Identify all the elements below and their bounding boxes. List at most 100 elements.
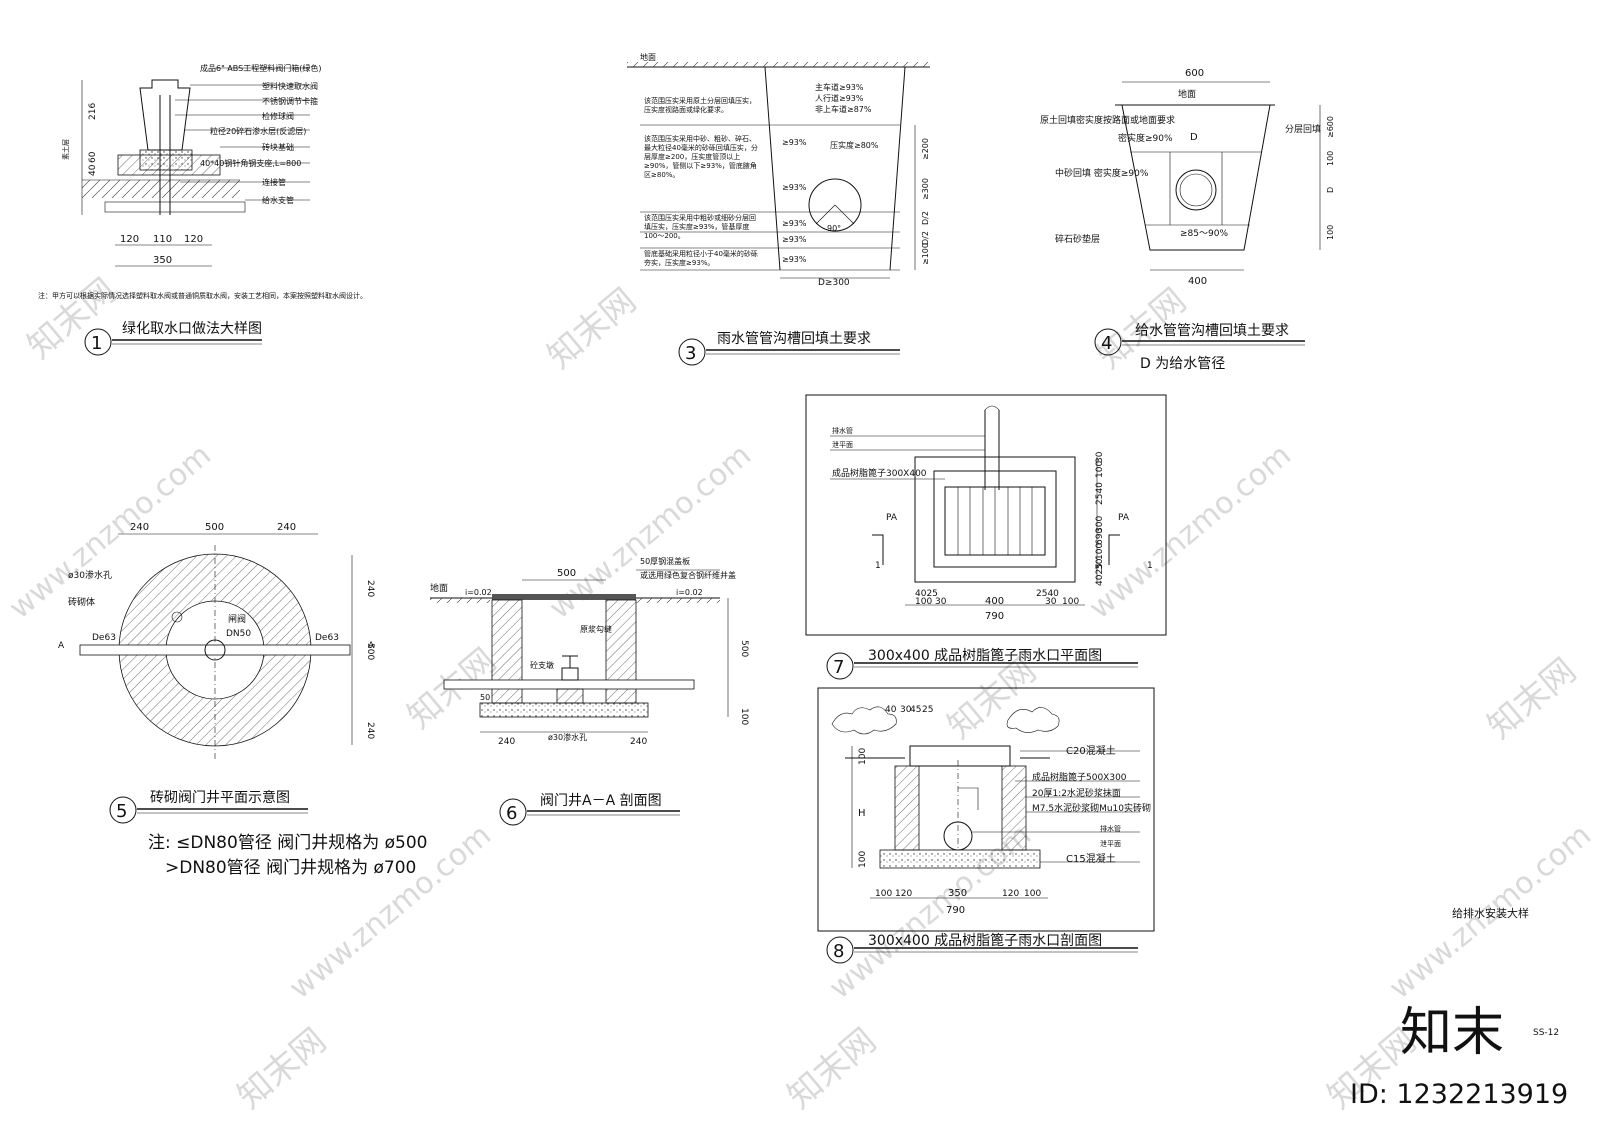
brick-wall [894,765,920,851]
note: 注：甲方可以根据实际情况选择塑料取水阀或普通铜质取水阀，安装工艺相同，本案按照塑… [38,291,367,300]
dim-h: 240 [130,522,149,533]
dim-h: 30 [935,597,947,607]
frame [817,687,1155,932]
water-pipe-inner [1179,173,1213,207]
dim-top: 500 [557,568,576,579]
section-label: 20厚1:2水泥砂浆抹面 [1032,787,1121,799]
detail-subtitle: D 为给水管径 [1140,356,1225,372]
watermark-cn: 知末网 [1480,651,1584,747]
dim-top: 40 [885,705,897,715]
detail-7-grate-inlet-plan: 排水管 泄平面 成品树脂篦子300X400 PA PA 1 1 30 100 2… [805,394,1167,680]
section-label: 50厚钢混盖板 [640,556,690,566]
callout: 连接管 [262,177,286,187]
dim-v: 2540 [1095,482,1105,505]
dim-total: 790 [985,611,1004,622]
detail-title: 300x400 成品树脂篦子雨水口平面图 [868,648,1102,664]
dim-v: 240 [365,722,375,739]
callout: 不锈钢调节卡箍 [262,96,318,106]
dim-bottom: 400 [1188,276,1207,287]
dim-top: 45 [910,705,921,715]
dim-h: 120 [895,889,912,899]
dim-h: 120 [184,234,203,245]
ground-label: 地面 [1178,88,1196,100]
detail-title: 绿化取水口做法大样图 [122,321,262,337]
section-mark: A [58,641,65,651]
dim-h: 400 [985,596,1004,607]
detail-number: 3 [685,343,696,364]
trench-label: ≥85～90% [1180,229,1228,239]
road-req: 非上车道≥87% [815,104,872,114]
detail-3-rain-pipe-trench: 地面 90° 该范围压实采用原土分层回填压实，压实度视路面或绿化要求。 该范围压… [627,52,930,366]
detail-number: 6 [506,803,517,824]
dim-v: 100 [739,708,749,725]
detail-number: 7 [833,657,844,678]
detail-6-valve-well-section: 地面 i=0.02 i=0.02 500 50厚钢混盖板 或选用绿色复合钢纤维井… [430,556,749,826]
watermark-cn: 知末网 [780,1021,884,1117]
watermark-site: www.znzmo.com [1083,438,1298,627]
section-label: M7.5水泥砂浆砌Mu10实砖砌 [1032,802,1151,814]
callout: 塑料快速取水阀 [262,81,318,91]
dim-v: ≥600 [1326,116,1335,138]
trench-walls [764,66,906,271]
section-label: 砼支墩 [530,660,554,670]
dim-h: 4025 [915,589,938,599]
compaction: ≥93% [782,138,807,147]
dim-v: 30 [1095,558,1105,570]
grate-top [909,745,1011,767]
detail-number-circle [499,798,527,826]
dim-v: 100 [1095,543,1105,560]
sheet-number: SS-12 [1533,1028,1559,1038]
dim-v: 100 [858,851,868,868]
trench-label: 碎石砂垫层 [1055,233,1100,245]
brick-base [117,154,221,176]
dim-h: 100 [875,889,892,899]
dim-v: 500 [365,643,375,660]
dim-v: 100 [1326,225,1335,240]
note-line: >DN80管径 阀门井规格为 ø700 [165,858,416,878]
detail-title: 砖砌阀门井平面示意图 [150,789,290,806]
dim-h: 240 [498,737,515,747]
ground-label: 地面 [640,52,656,62]
detail-number: 8 [833,941,844,962]
dim-h: 240 [277,522,296,533]
base-slab [879,849,1041,869]
dim-h: 100 [915,597,932,607]
dim-h: 240 [630,737,647,747]
dim-v: ≥200 [921,138,930,160]
detail-number-circle [826,652,854,680]
compaction: ≥93% [782,235,807,244]
plan-label: 排水管 [832,426,853,435]
plan-label: 成品树脂篦子300X400 [832,467,927,479]
dim-v: 40 [88,164,98,176]
section-label: 排水管 [1100,824,1121,833]
detail-number-circle [678,338,706,366]
dim-v: H [858,808,866,819]
compaction: ≥93% [782,219,807,228]
plan-label: De63 [92,633,116,643]
left-label: 素土层 [61,139,70,160]
callout: 给水支管 [262,195,294,205]
detail-number: 5 [116,801,127,822]
dim-h: 350 [948,888,967,899]
detail-1-garden-water-outlet: 成品6" ABS工程塑料阀门箱(绿色) 塑料快速取水阀 不锈钢调节卡箍 检修球阀… [38,63,367,356]
dim-h: 120 [1002,889,1019,899]
road-req: 人行道≥93% [815,93,864,103]
ground-hatch [627,62,930,67]
watermark-cn: 知末网 [20,271,124,367]
plan-label: 1 [875,561,881,571]
detail-5-valve-well-plan: 240 500 240 ø30渗水孔 砖砌体 闸阀 DN50 De63 De63… [58,522,427,878]
dim-v: 300 [1095,516,1105,533]
angle-line [834,204,855,225]
section-mark [872,534,884,565]
dim-total: 790 [946,905,965,916]
cover-slab [492,594,636,600]
detail-title: 阀门井A－A 剖面图 [540,793,662,809]
dim-v: 60 [88,151,98,163]
section-mark [1108,534,1120,565]
soil-hatch [82,180,240,198]
callout: 40*40钢针角钢支座,L=800 [200,158,301,168]
dim-v: 4025 [1095,563,1105,586]
detail-number-circle [1094,328,1122,356]
detail-title: 300x400 成品树脂篦子雨水口剖面图 [868,933,1102,949]
gate-valve [204,639,226,661]
